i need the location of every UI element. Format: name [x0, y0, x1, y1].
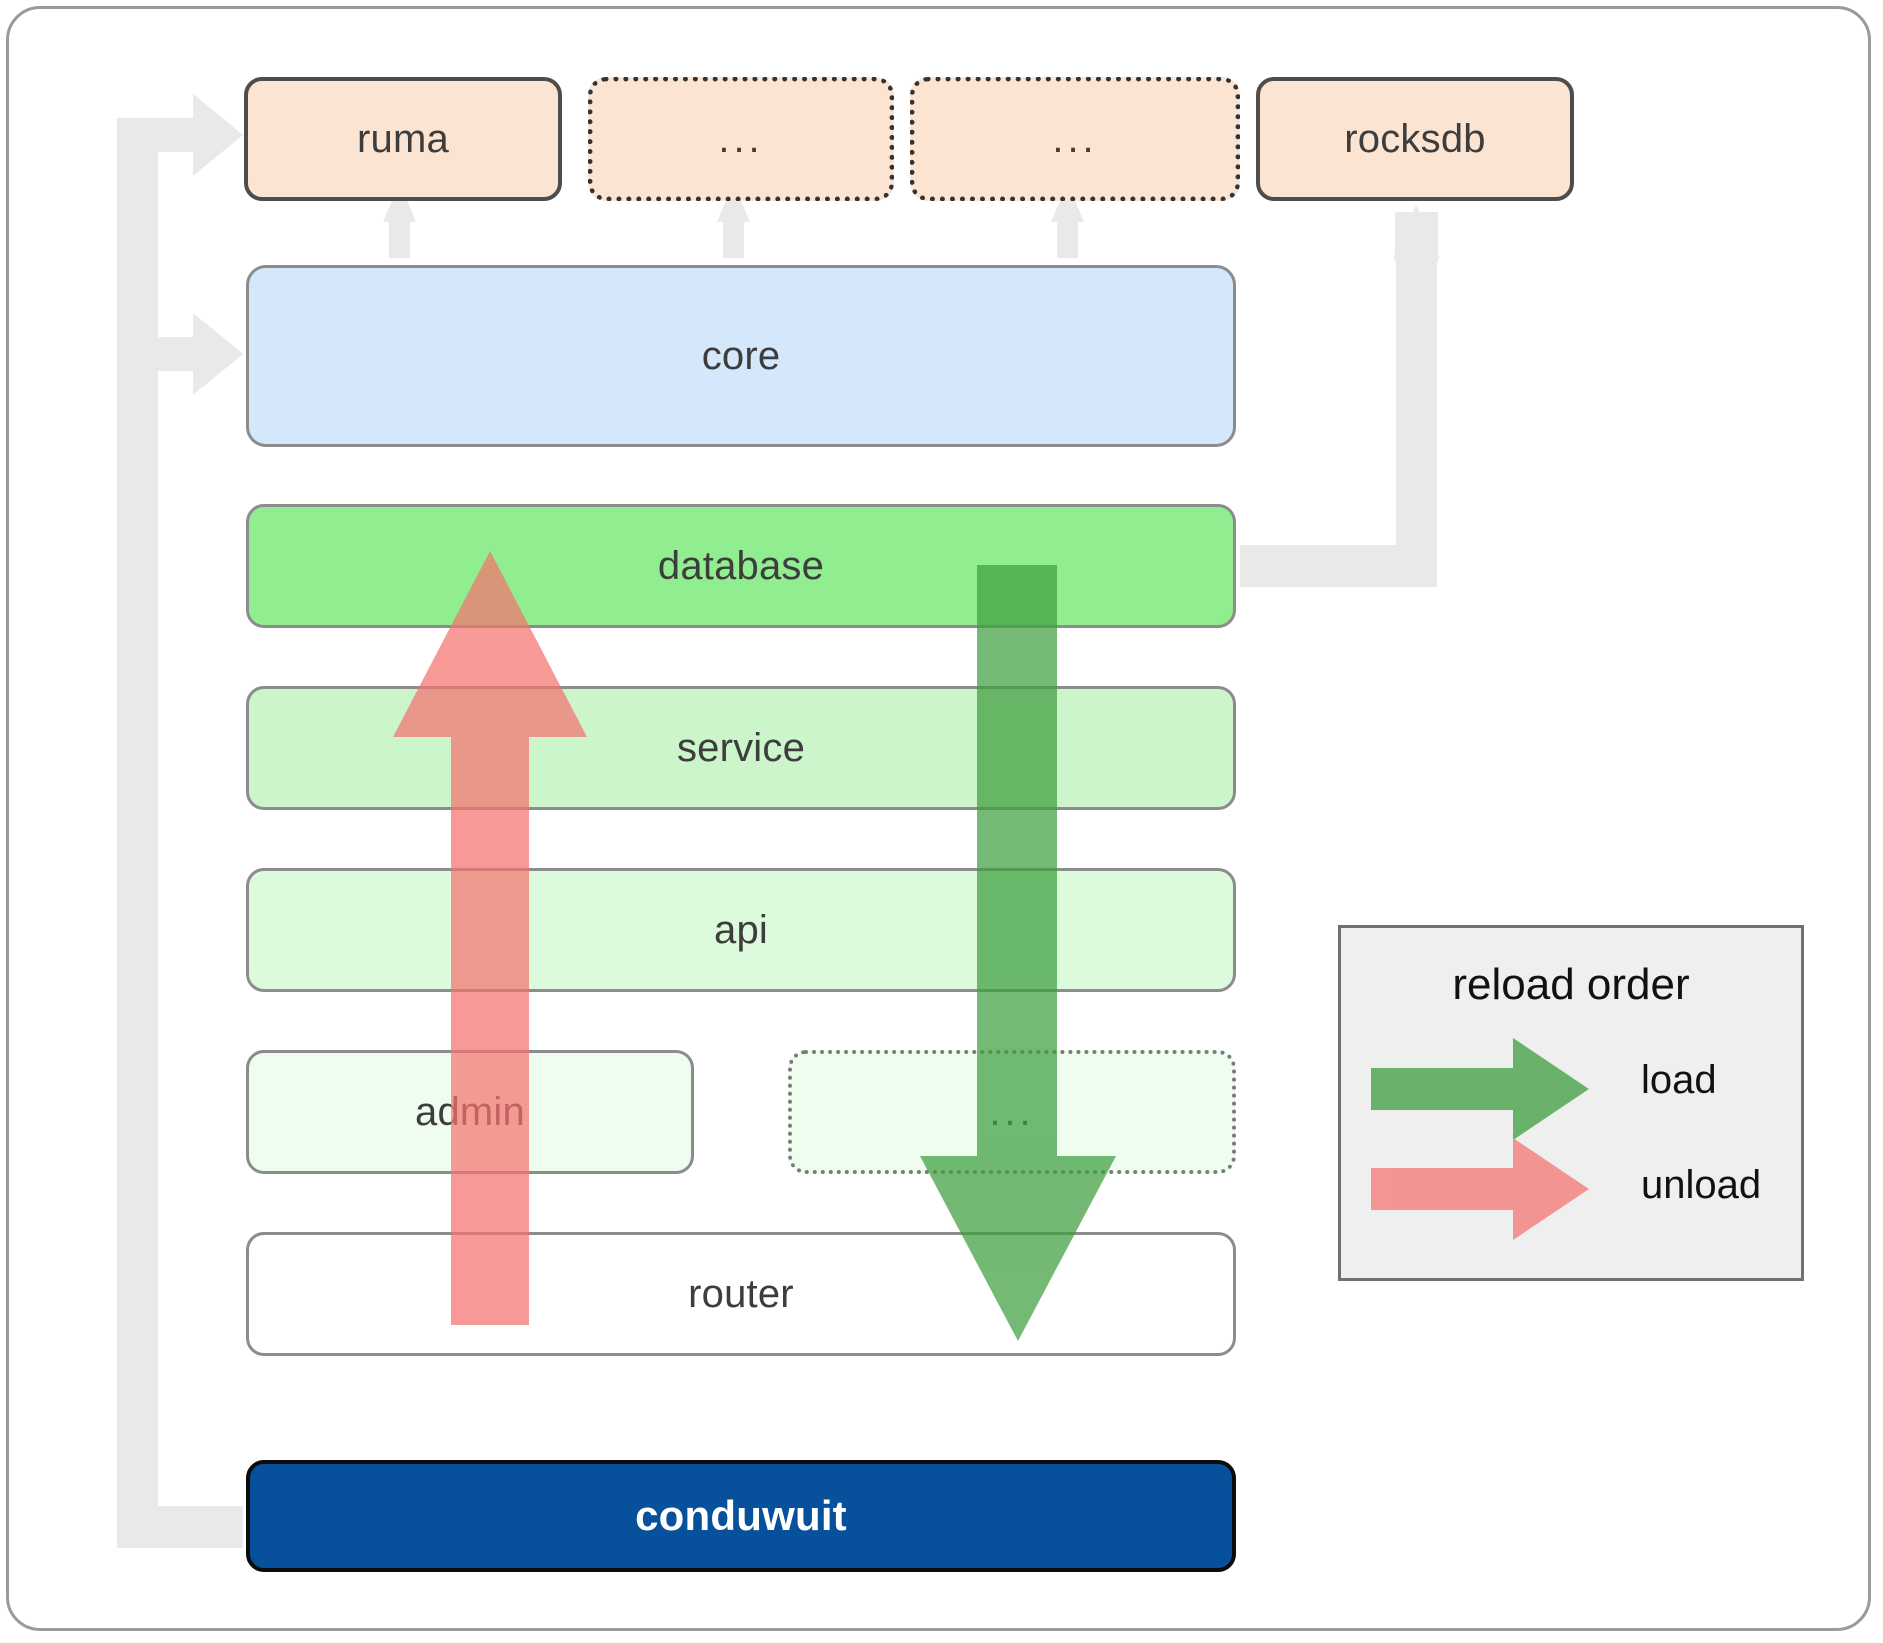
layer-box-router[interactable]: router: [246, 1232, 1236, 1356]
layer-box-database[interactable]: database: [246, 504, 1236, 628]
legend-load-arrow-icon: [1371, 1038, 1589, 1140]
layer-box-service[interactable]: service: [246, 686, 1236, 810]
dependency-box-rocksdb[interactable]: rocksdb: [1256, 77, 1574, 201]
legend-unload-arrow-icon: [1371, 1138, 1589, 1240]
layer-label-database: database: [657, 543, 825, 588]
legend-label-load: load: [1641, 1058, 1717, 1102]
legend-title: reload order: [1452, 960, 1690, 1009]
layer-label-extra: ...: [989, 1090, 1035, 1134]
dependency-box-2[interactable]: ...: [588, 77, 894, 201]
root-label-conduwuit: conduwuit: [635, 1492, 847, 1539]
core-label: core: [701, 333, 781, 378]
dependency-box-ruma[interactable]: ruma: [244, 77, 562, 201]
legend-panel: reload order load unload: [1338, 925, 1804, 1281]
core-box[interactable]: core: [246, 265, 1236, 447]
layer-label-service: service: [676, 725, 806, 770]
dependency-label-3: ...: [1052, 117, 1098, 161]
layer-label-router: router: [688, 1271, 794, 1316]
dependency-label-2: ...: [718, 117, 764, 161]
layer-box-api[interactable]: api: [246, 868, 1236, 992]
layer-label-api: api: [714, 907, 768, 952]
dependency-label-ruma: ruma: [357, 116, 449, 161]
layer-label-admin: admin: [415, 1089, 525, 1134]
legend-label-unload: unload: [1641, 1163, 1762, 1207]
legend-arrow-swatches: [1371, 1038, 1589, 1240]
dependency-box-3[interactable]: ...: [910, 77, 1240, 201]
root-box-conduwuit[interactable]: conduwuit: [246, 1460, 1236, 1572]
layer-box-extra[interactable]: ...: [788, 1050, 1236, 1174]
dependency-label-rocksdb: rocksdb: [1344, 116, 1486, 161]
layer-box-admin[interactable]: admin: [246, 1050, 694, 1174]
